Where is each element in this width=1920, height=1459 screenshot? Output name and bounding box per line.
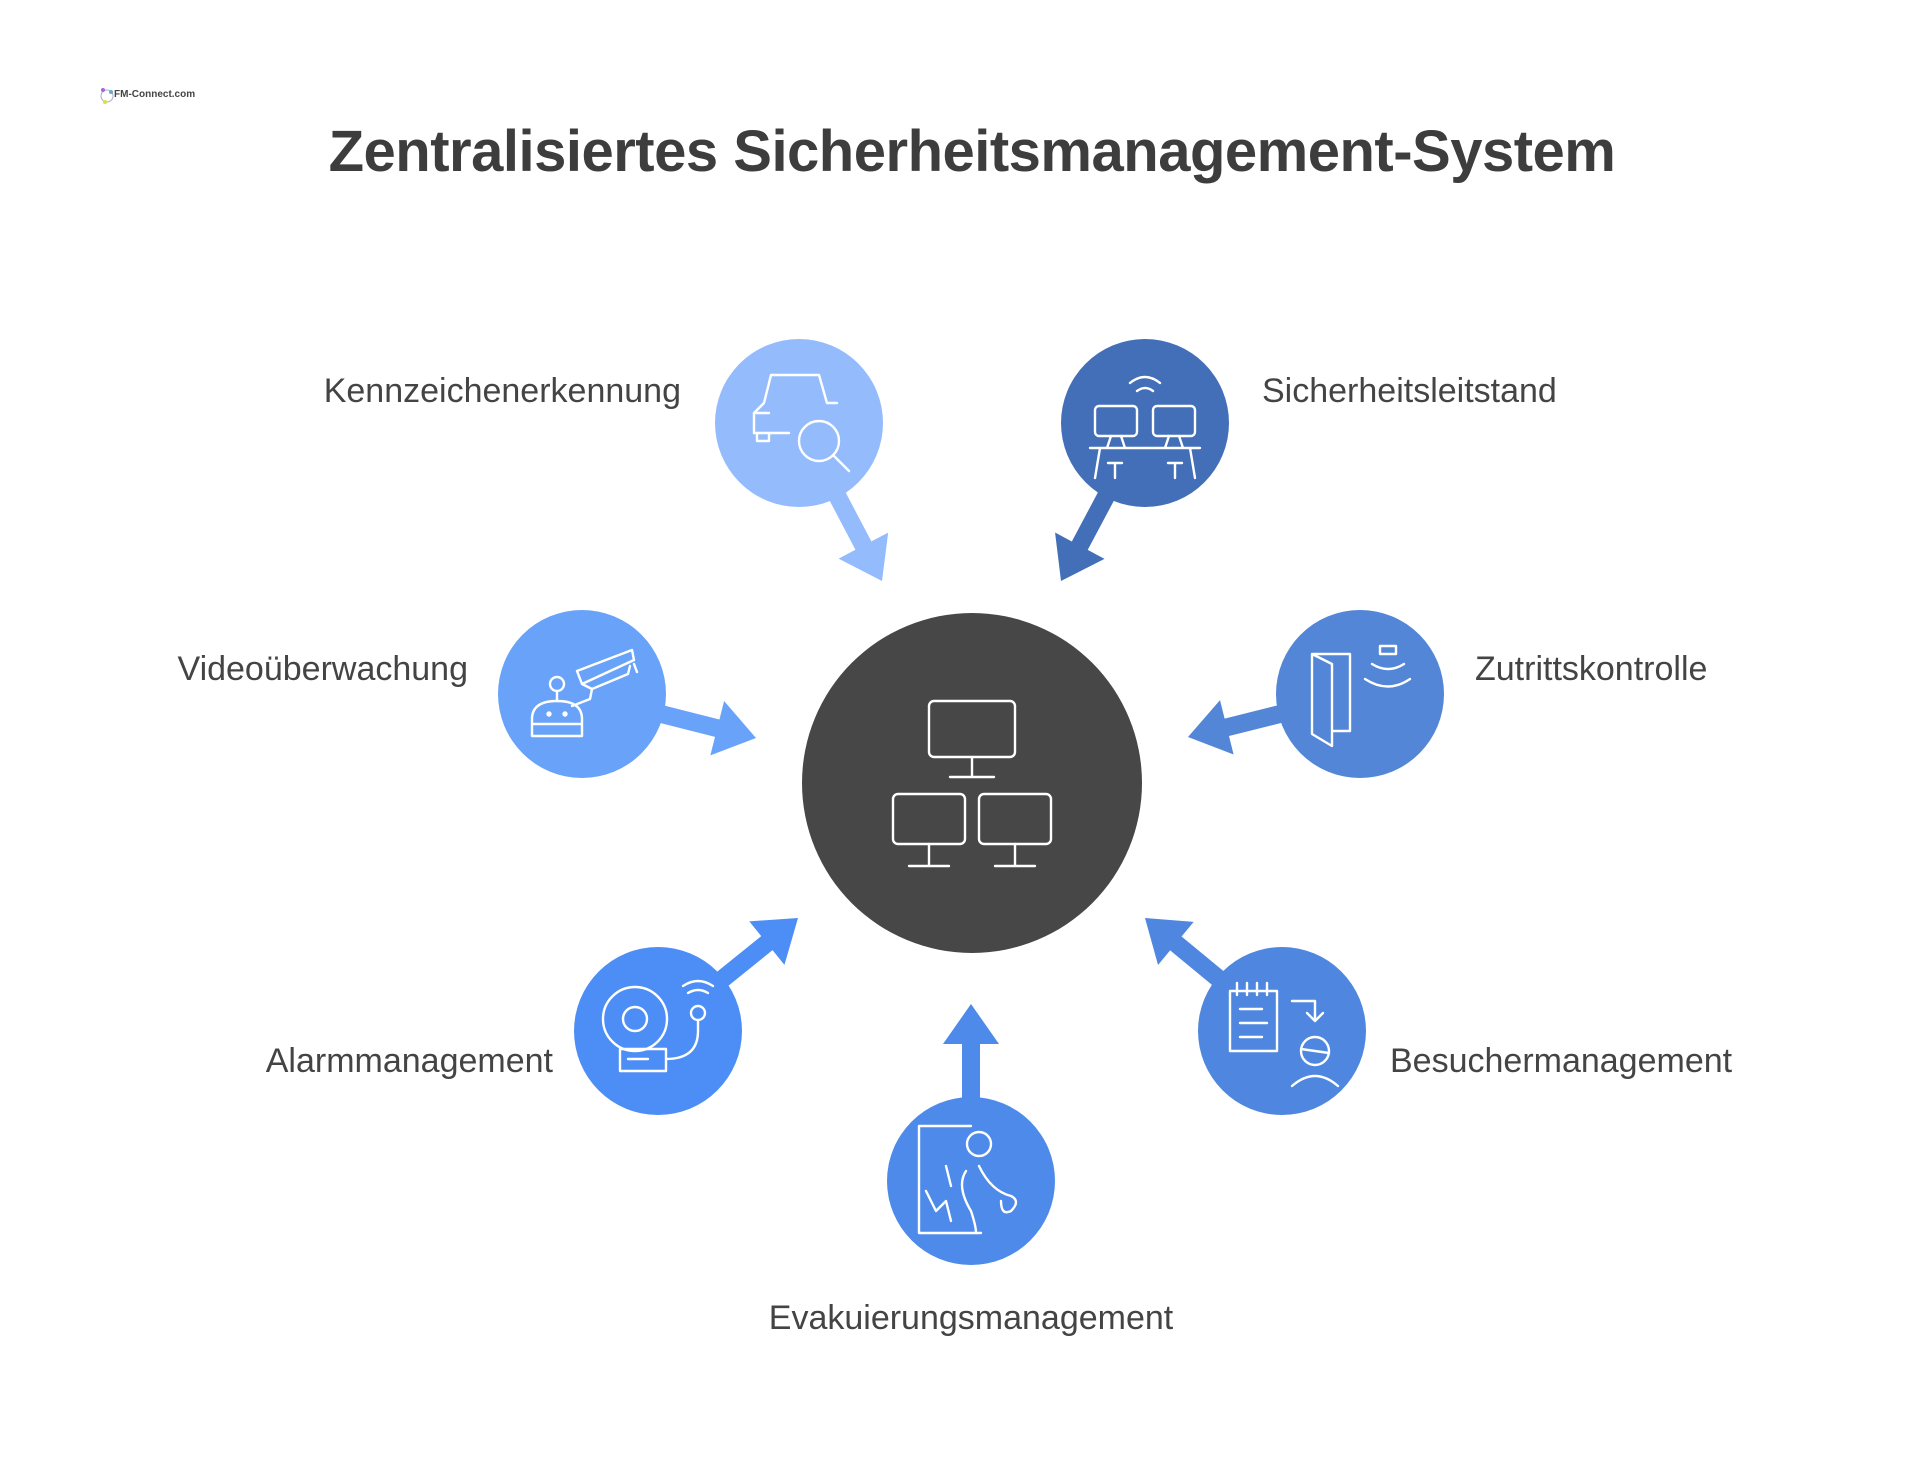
node-label-alarmmanagement: Alarmmanagement: [265, 1042, 553, 1080]
door-access-icon: [1310, 644, 1412, 748]
surveillance-camera-icon: [530, 648, 639, 738]
alarm-bell-icon: [601, 979, 715, 1073]
node-label-sicherheitsleitstand: Sicherheitsleitstand: [1262, 372, 1557, 410]
car-search-icon: [752, 373, 851, 473]
node-circle-1: [1061, 339, 1229, 507]
network-monitors-icon: [891, 699, 1053, 868]
logo: FM-Connect.com: [98, 82, 195, 112]
node-circle-6: [887, 1097, 1055, 1265]
node-circle-0: [715, 339, 883, 507]
logo-text: FM-Connect.com: [114, 89, 196, 100]
node-label-videoueberwachung: Videoüberwachung: [177, 650, 469, 688]
node-circle-5: [1198, 947, 1366, 1115]
control-room-icon: [1088, 375, 1202, 480]
node-label-kennzeichenerkennung: Kennzeichenerkennung: [323, 372, 681, 410]
node-circle-4: [574, 947, 742, 1115]
arrow-6: [943, 1004, 999, 1181]
node-label-zutrittskontrolle: Zutrittskontrolle: [1475, 650, 1708, 688]
visitor-checkin-icon: [1228, 981, 1340, 1088]
node-circle-3: [1276, 610, 1444, 778]
page-title: Zentralisiertes Sicherheitsmanagement-Sy…: [328, 119, 1616, 184]
node-label-evakuierungsmanagement: Evakuierungsmanagement: [768, 1299, 1174, 1337]
center-hub: [802, 613, 1142, 953]
logo-star-icon: [100, 88, 114, 104]
evacuation-icon: [917, 1124, 1018, 1235]
node-label-besuchermanagement: Besuchermanagement: [1390, 1042, 1733, 1080]
node-circle-2: [498, 610, 666, 778]
